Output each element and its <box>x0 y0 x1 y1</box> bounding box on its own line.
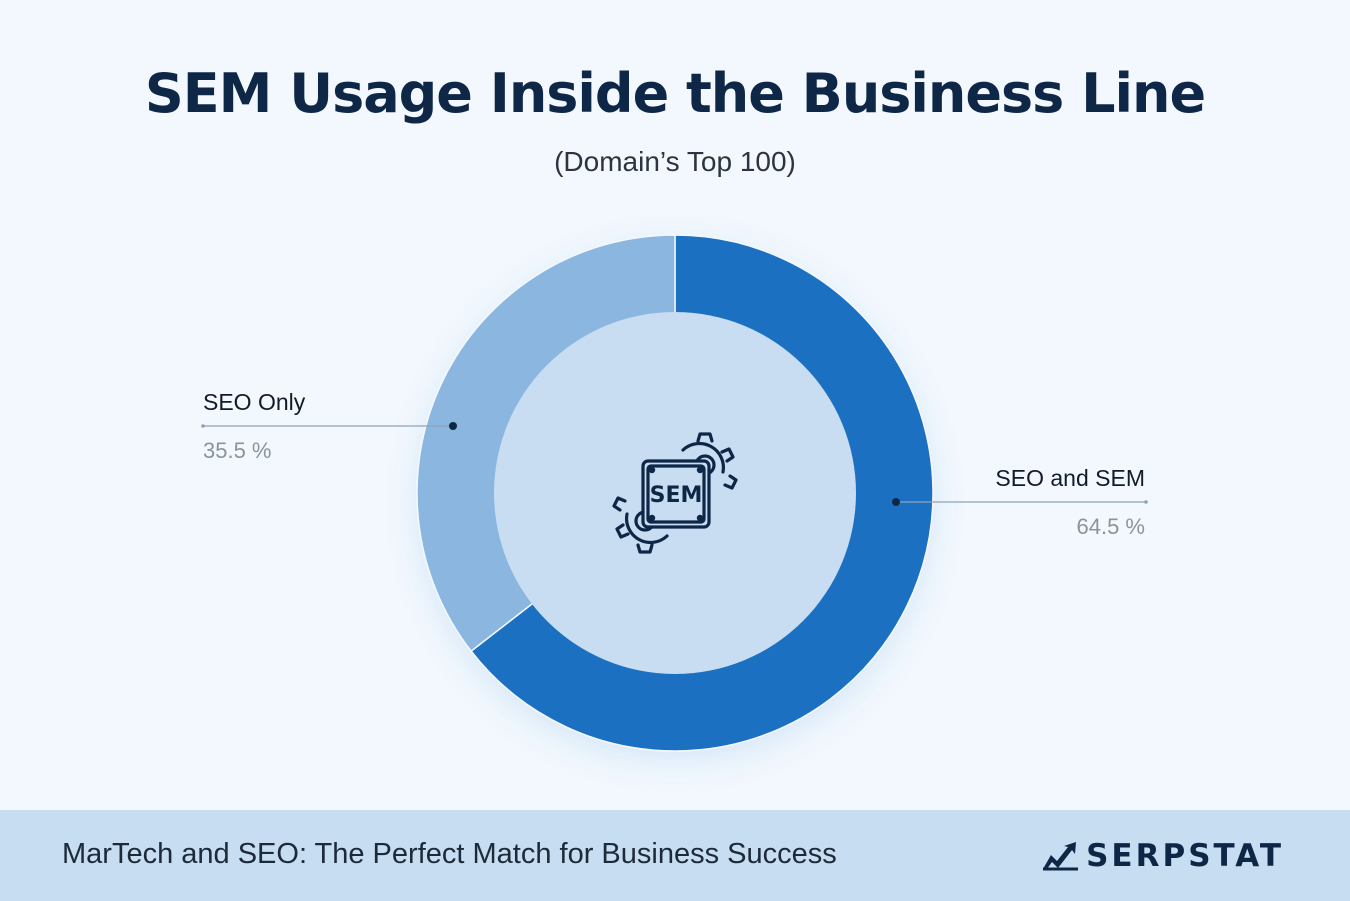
label-name-seo-only: SEO Only <box>203 389 306 415</box>
leader-dot-seo-only <box>449 422 457 430</box>
slice-label-seo-only: SEO Only 35.5 % <box>201 389 457 463</box>
leader-end-seo-only <box>201 424 205 428</box>
chart-subtitle: (Domain’s Top 100) <box>554 146 796 177</box>
label-value-seo-only: 35.5 % <box>203 438 272 463</box>
slice-label-seo-and-sem: SEO and SEM 64.5 % <box>892 465 1148 539</box>
brand-name: SERPSTAT <box>1086 838 1284 874</box>
footer-bar: MarTech and SEO: The Perfect Match for B… <box>0 810 1350 901</box>
footer-caption: MarTech and SEO: The Perfect Match for B… <box>62 838 837 870</box>
label-value-seo-and-sem: 64.5 % <box>1077 514 1146 539</box>
sem-badge-text: SEM <box>650 483 703 508</box>
brand-logo: SERPSTAT <box>1042 838 1284 874</box>
leader-end-seo-and-sem <box>1144 500 1148 504</box>
label-name-seo-and-sem: SEO and SEM <box>995 465 1145 491</box>
serpstat-logo-icon <box>1043 842 1079 871</box>
donut-chart: SEM SEO Only 35.5 % SEO and SEM 64.5 % <box>201 234 1148 752</box>
leader-dot-seo-and-sem <box>892 498 900 506</box>
chart-title: SEM Usage Inside the Business Line <box>144 62 1206 125</box>
sem-gears-icon <box>612 432 738 554</box>
